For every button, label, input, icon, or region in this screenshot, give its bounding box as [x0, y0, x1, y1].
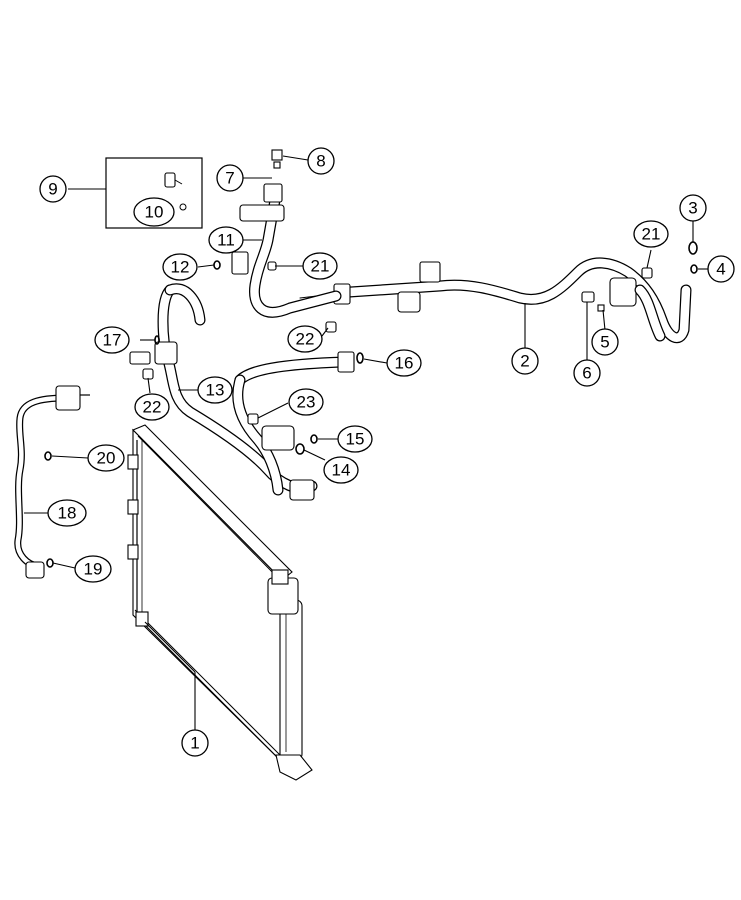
callout-6: 6	[573, 359, 601, 387]
callout-21-left: 21	[302, 252, 338, 280]
leader-lines	[24, 155, 708, 730]
callout-5: 5	[591, 328, 619, 356]
callout-13: 13	[197, 376, 233, 404]
callout-19-label: 19	[84, 560, 103, 579]
callout-14: 14	[323, 456, 359, 484]
hose-18	[14, 385, 90, 579]
callout-13-label: 13	[206, 381, 225, 400]
callout-8-label: 8	[316, 152, 325, 171]
callout-8: 8	[307, 147, 335, 175]
callout-11-label: 11	[217, 231, 235, 250]
callout-9: 9	[39, 175, 67, 203]
callout-7: 7	[216, 164, 244, 192]
callout-7-label: 7	[225, 169, 234, 188]
callout-4: 4	[707, 255, 735, 283]
small-parts	[44, 241, 698, 568]
callout-20: 20	[87, 444, 125, 472]
callout-22-lower: 22	[134, 393, 170, 421]
liquid-line	[299, 257, 692, 344]
callout-4-label: 4	[716, 260, 725, 279]
callout-18-label: 18	[58, 504, 77, 523]
callout-21-right: 21	[633, 220, 669, 248]
callout-3: 3	[679, 194, 707, 222]
callout-23-label: 23	[297, 393, 316, 412]
callout-10: 10	[133, 197, 175, 227]
condenser	[127, 424, 313, 781]
callout-21-right-label: 21	[642, 225, 661, 244]
callout-11: 11	[208, 226, 244, 254]
callout-1: 1	[181, 729, 209, 757]
callout-1-label: 1	[190, 734, 199, 753]
callout-3-label: 3	[688, 199, 697, 218]
callout-10-label: 10	[145, 203, 164, 222]
callout-22-lower-label: 22	[143, 398, 162, 417]
callout-12: 12	[162, 253, 198, 281]
callout-22-upper: 22	[287, 325, 323, 353]
suction-line-lower	[129, 283, 355, 501]
callout-16: 16	[386, 349, 422, 377]
callout-22-upper-label: 22	[296, 330, 315, 349]
callout-5-label: 5	[600, 333, 609, 352]
suction-line-upper	[231, 149, 342, 318]
callout-20-label: 20	[97, 449, 116, 468]
callout-6-label: 6	[582, 364, 591, 383]
callout-19: 19	[74, 555, 112, 583]
callout-14-label: 14	[332, 461, 351, 480]
callout-18: 18	[47, 499, 87, 527]
callout-21-left-label: 21	[311, 257, 330, 276]
callout-15: 15	[337, 425, 373, 453]
callout-23: 23	[288, 388, 324, 416]
callout-2-label: 2	[520, 352, 529, 371]
callout-16-label: 16	[395, 354, 414, 373]
callout-12-label: 12	[171, 258, 190, 277]
callout-9-label: 9	[48, 180, 57, 199]
callout-17-label: 17	[103, 331, 122, 350]
callout-17: 17	[94, 326, 130, 354]
callout-15-label: 15	[346, 430, 365, 449]
callout-2: 2	[511, 347, 539, 375]
switch-box	[105, 157, 203, 229]
